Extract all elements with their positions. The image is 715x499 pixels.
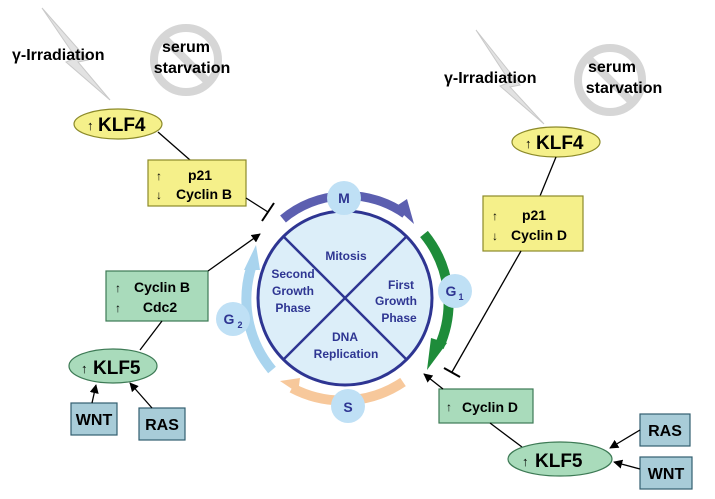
- svg-text:1: 1: [458, 292, 463, 302]
- right-cyclind2-label: Cyclin D: [462, 399, 518, 415]
- right-starvation-label: starvation: [586, 80, 662, 97]
- left-cyclinb-label: Cyclin B: [176, 186, 232, 202]
- cell-cycle-circle: [256, 209, 434, 387]
- up-arrow-icon: ↑: [115, 281, 121, 295]
- first-growth-label-1: First: [388, 278, 414, 292]
- right-klf5-label: KLF5: [535, 451, 583, 472]
- second-growth-label-1: Second: [271, 267, 314, 281]
- down-arrow-icon: ↓: [492, 229, 498, 243]
- phase-g1-bubble: G 1: [438, 274, 472, 308]
- left-klf5-label: KLF5: [93, 358, 141, 379]
- right-klf4-node: ↑ KLF4: [511, 126, 601, 158]
- right-p21-label: p21: [522, 207, 546, 223]
- phase-s-bubble: S: [331, 389, 365, 423]
- first-growth-label-2: Growth: [375, 294, 417, 308]
- svg-text:G: G: [446, 283, 457, 299]
- second-growth-label-2: Growth: [272, 284, 314, 298]
- right-wnt-box: WNT: [639, 456, 693, 490]
- left-serum-label: serum: [162, 39, 210, 56]
- first-growth-label-3: Phase: [381, 311, 417, 325]
- left-ras-box: RAS: [138, 407, 186, 441]
- left-wnt-box: WNT: [70, 402, 118, 436]
- no-sign-icon: [574, 44, 646, 116]
- replication-label: Replication: [314, 347, 379, 361]
- no-sign-icon: [150, 24, 222, 96]
- svg-text:2: 2: [237, 320, 242, 330]
- left-starvation-label: starvation: [154, 60, 230, 77]
- left-p21-cyclinb-box: ↑ p21 ↓ Cyclin B: [147, 159, 247, 207]
- svg-text:G: G: [224, 311, 235, 327]
- up-arrow-icon: ↑: [81, 361, 88, 376]
- right-cyclind-box: ↑ Cyclin D: [438, 388, 534, 424]
- up-arrow-icon: ↑: [522, 454, 529, 469]
- lightning-bolt-icon: [41, 7, 111, 101]
- up-arrow-icon: ↑: [525, 136, 532, 151]
- left-p21-label: p21: [188, 167, 212, 183]
- right-klf4-label: KLF4: [536, 133, 584, 154]
- second-growth-label-3: Phase: [275, 301, 311, 315]
- left-ras-label: RAS: [145, 417, 179, 434]
- left-cyclinb2-label: Cyclin B: [134, 279, 190, 295]
- right-serum-label: serum: [588, 59, 636, 76]
- up-arrow-icon: ↑: [156, 169, 162, 183]
- left-cyclinb-cdc2-box: ↑ Cyclin B ↑ Cdc2: [105, 270, 209, 322]
- phase-m-bubble: M: [327, 181, 361, 215]
- phase-g2-bubble: G 2: [216, 302, 250, 336]
- right-wnt-label: WNT: [648, 466, 685, 483]
- left-klf4-node: ↑ KLF4: [73, 108, 163, 140]
- mitosis-label: Mitosis: [325, 249, 367, 263]
- svg-text:S: S: [343, 399, 352, 415]
- up-arrow-icon: ↑: [87, 118, 94, 133]
- left-klf5-node: ↑ KLF5: [68, 348, 158, 384]
- up-arrow-icon: ↑: [115, 301, 121, 315]
- right-klf5-node: ↑ KLF5: [507, 441, 613, 477]
- lightning-bolt-icon: [475, 29, 545, 125]
- down-arrow-icon: ↓: [156, 188, 162, 202]
- left-wnt-label: WNT: [76, 412, 113, 429]
- left-klf4-label: KLF4: [98, 115, 146, 136]
- svg-text:M: M: [338, 190, 350, 206]
- right-cyclind-label: Cyclin D: [511, 227, 567, 243]
- left-irradiation-label: γ-Irradiation: [12, 47, 104, 64]
- up-arrow-icon: ↑: [492, 209, 498, 223]
- right-p21-cyclind-box: ↑ p21 ↓ Cyclin D: [482, 195, 584, 252]
- right-ras-box: RAS: [639, 413, 691, 447]
- up-arrow-icon: ↑: [446, 400, 452, 414]
- dna-label: DNA: [332, 330, 358, 344]
- right-irradiation-label: γ-Irradiation: [444, 70, 536, 87]
- left-cdc2-label: Cdc2: [143, 299, 177, 315]
- right-ras-label: RAS: [648, 423, 682, 440]
